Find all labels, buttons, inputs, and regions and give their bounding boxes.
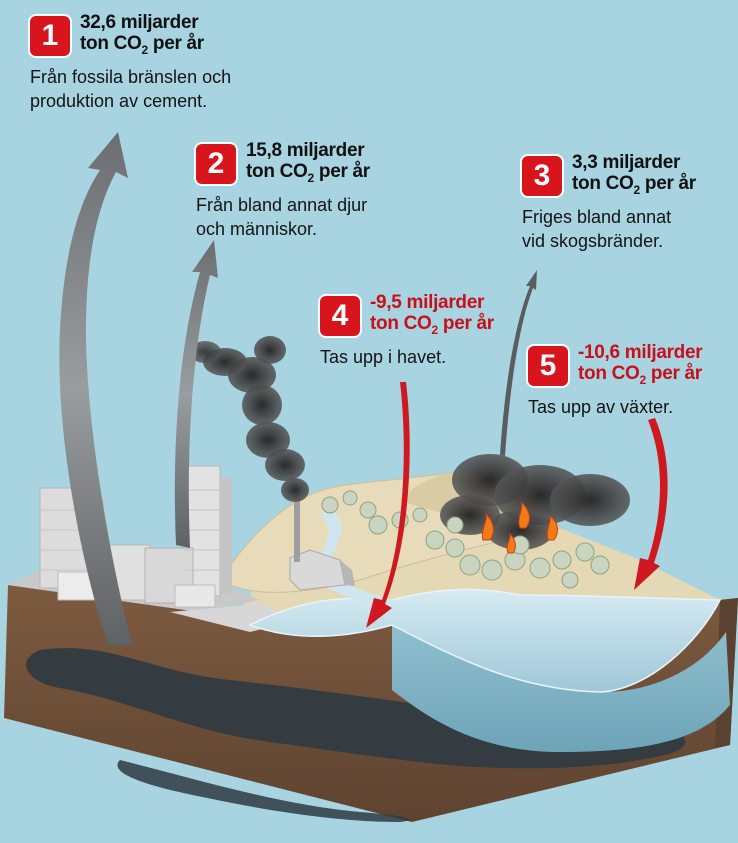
power-plant bbox=[289, 492, 355, 591]
flow-amount-line1: -9,5 miljarder bbox=[370, 292, 485, 313]
flow-number-badge: 3 bbox=[522, 156, 562, 197]
flow-amount-subscript: 2 bbox=[307, 170, 315, 185]
flow-label-3: 3 3,3 miljarder ton CO2 per år Friges bl… bbox=[522, 152, 696, 253]
emission-arrow-1 bbox=[59, 132, 132, 645]
flow-label-4: 4 -9,5 miljarder ton CO2 per år Tas upp … bbox=[320, 292, 494, 369]
ocean-section bbox=[392, 625, 730, 752]
flow-amount-unit: ton CO bbox=[572, 173, 634, 194]
flow-amount-line1: -10,6 miljarder bbox=[578, 342, 703, 363]
flow-amount: -9,5 miljarder ton CO2 per år bbox=[370, 292, 494, 341]
flow-amount: 32,6 miljarder ton CO2 per år bbox=[80, 12, 204, 61]
emission-arrow-3 bbox=[500, 270, 537, 456]
emission-arrow-2 bbox=[174, 240, 218, 548]
flow-description-line1: Friges bland annat bbox=[522, 206, 672, 227]
flow-label-1: 1 32,6 miljarder ton CO2 per år Från fos… bbox=[30, 12, 231, 113]
flow-amount-period: per år bbox=[645, 363, 702, 384]
flow-label-5: 5 -10,6 miljarder ton CO2 per år Tas upp… bbox=[528, 342, 703, 419]
uptake-arrow-5 bbox=[634, 418, 668, 590]
chimney-smoke bbox=[189, 336, 309, 502]
flow-description-line1: Tas upp i havet. bbox=[320, 346, 447, 367]
flow-amount-unit: ton CO bbox=[80, 33, 142, 54]
flow-number-badge: 4 bbox=[320, 296, 360, 337]
fire-flames bbox=[481, 501, 558, 554]
flow-description: Tas upp av växter. bbox=[528, 395, 702, 419]
flow-description-line1: Från fossila bränslen och bbox=[30, 66, 232, 87]
flow-number-badge: 2 bbox=[196, 144, 236, 185]
flow-description-line2: produktion av cement. bbox=[30, 90, 208, 111]
flow-amount-line1: 15,8 miljarder bbox=[246, 140, 365, 161]
flow-amount-unit: ton CO bbox=[370, 313, 432, 334]
flow-description-line1: Tas upp av växter. bbox=[528, 396, 674, 417]
flow-description-line2: vid skogsbränder. bbox=[522, 230, 664, 251]
flow-amount: 3,3 miljarder ton CO2 per år bbox=[572, 152, 696, 201]
flow-amount-period: per år bbox=[437, 313, 494, 334]
flow-label-2: 2 15,8 miljarder ton CO2 per år Från bla… bbox=[196, 140, 370, 241]
flow-amount-period: per år bbox=[147, 33, 204, 54]
flow-description: Friges bland annat vid skogsbränder. bbox=[522, 205, 696, 253]
flow-amount: -10,6 miljarder ton CO2 per år bbox=[578, 342, 703, 391]
flow-amount-line1: 32,6 miljarder bbox=[80, 12, 199, 33]
flow-amount-subscript: 2 bbox=[141, 42, 149, 57]
flow-amount-unit: ton CO bbox=[578, 363, 640, 384]
flow-amount-subscript: 2 bbox=[431, 322, 439, 337]
flow-amount-period: per år bbox=[639, 173, 696, 194]
flow-description: Från fossila bränslen och produktion av … bbox=[30, 65, 231, 113]
flow-amount-unit: ton CO bbox=[246, 161, 308, 182]
flow-amount-line1: 3,3 miljarder bbox=[572, 152, 681, 173]
flow-description: Tas upp i havet. bbox=[320, 345, 494, 369]
uptake-arrow-4 bbox=[366, 382, 410, 628]
city-buildings bbox=[39, 465, 232, 608]
flow-amount: 15,8 miljarder ton CO2 per år bbox=[246, 140, 370, 189]
flow-description-line2: och människor. bbox=[196, 218, 318, 239]
flow-amount-period: per år bbox=[313, 161, 370, 182]
flow-description-line1: Från bland annat djur bbox=[196, 194, 368, 215]
flow-amount-subscript: 2 bbox=[639, 372, 647, 387]
flow-number-badge: 5 bbox=[528, 346, 568, 387]
flow-number-badge: 1 bbox=[30, 16, 70, 57]
flow-description: Från bland annat djur och människor. bbox=[196, 193, 370, 241]
flow-amount-subscript: 2 bbox=[633, 182, 641, 197]
